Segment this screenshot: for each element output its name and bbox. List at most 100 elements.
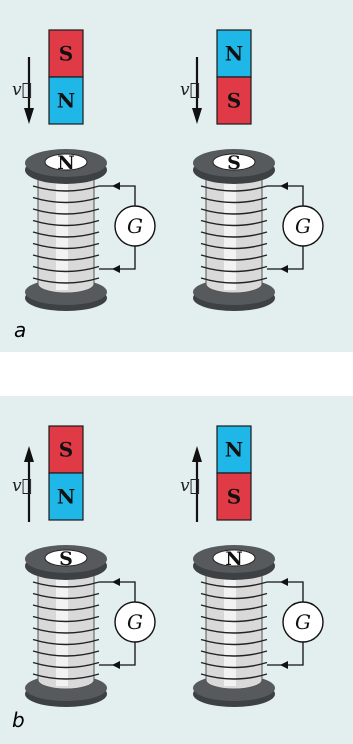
magnet-bottom-half xyxy=(48,76,84,125)
velocity-label: v⃗ xyxy=(12,476,32,496)
coil-winding xyxy=(32,208,100,215)
current-arrow-bottom xyxy=(112,661,120,669)
magnet-bottom-pole-label: N xyxy=(57,89,75,113)
magnet-bottom-half xyxy=(216,76,252,125)
magnet-top-half xyxy=(48,425,84,474)
coil-winding xyxy=(32,673,100,680)
current-arrow-top xyxy=(280,578,288,586)
coil-winding xyxy=(200,661,268,669)
panel-a-label: a xyxy=(14,318,27,342)
coil-winding xyxy=(32,265,100,273)
circuit-wire-bottom xyxy=(267,642,304,666)
coil-winding xyxy=(32,277,100,284)
coil-winding xyxy=(200,627,268,634)
galvanometer-icon xyxy=(114,601,156,643)
coil-core-highlight xyxy=(224,172,236,290)
circuit-wire-top xyxy=(267,185,304,206)
coil-winding xyxy=(200,254,268,261)
coil-winding xyxy=(32,196,100,204)
coil-winding xyxy=(200,604,268,611)
velocity-arrow-head-up xyxy=(24,446,34,462)
coil-winding xyxy=(200,615,268,623)
magnet-top-pole-label: S xyxy=(59,438,73,462)
galvanometer-label: G xyxy=(127,610,143,634)
galvanometer-icon xyxy=(282,205,324,247)
galvanometer-icon xyxy=(114,205,156,247)
coil-winding xyxy=(200,650,268,657)
current-arrow-bottom xyxy=(112,265,120,273)
velocity-arrow-head-down xyxy=(24,108,34,124)
coil-winding xyxy=(200,673,268,680)
coil-winding xyxy=(32,615,100,623)
coil-winding xyxy=(200,592,268,600)
coil-top-opening xyxy=(44,153,88,171)
coil-winding xyxy=(32,231,100,238)
coil-top-opening xyxy=(212,153,256,171)
current-arrow-bottom xyxy=(280,661,288,669)
galvanometer-label: G xyxy=(127,214,143,238)
coil-winding xyxy=(32,604,100,611)
galvanometer-label: G xyxy=(295,214,311,238)
velocity-arrow-head-down xyxy=(192,108,202,124)
coil-top-opening xyxy=(44,549,88,567)
coil-top-pole-label: S xyxy=(59,548,73,570)
coil-winding xyxy=(32,661,100,669)
magnet-top-pole-label: S xyxy=(59,42,73,66)
coil-winding xyxy=(200,265,268,273)
coil-winding xyxy=(200,219,268,227)
magnet-top-pole-label: N xyxy=(225,42,243,66)
coil-winding xyxy=(200,185,268,192)
coil-winding xyxy=(32,638,100,646)
coil-winding xyxy=(200,638,268,646)
coil-winding xyxy=(200,277,268,284)
velocity-label: v⃗ xyxy=(180,476,200,496)
coil-winding xyxy=(32,592,100,600)
circuit-wire-bottom xyxy=(99,642,136,666)
coil-winding xyxy=(32,219,100,227)
circuit-wire-bottom xyxy=(267,246,304,270)
coil-winding xyxy=(200,196,268,204)
coil-winding xyxy=(200,581,268,588)
magnet-bottom-half xyxy=(216,472,252,521)
current-arrow-top xyxy=(112,182,120,190)
galvanometer-label: G xyxy=(295,610,311,634)
panel-b-label: b xyxy=(12,708,25,732)
current-arrow-bottom xyxy=(280,265,288,273)
coil-core-highlight xyxy=(56,172,68,290)
coil-winding xyxy=(32,242,100,250)
coil-top-pole-label: S xyxy=(227,152,241,174)
galvanometer-icon xyxy=(282,601,324,643)
magnet-bottom-half xyxy=(48,472,84,521)
current-arrow-top xyxy=(112,578,120,586)
coil-core-highlight xyxy=(56,568,68,686)
magnet-bottom-pole-label: N xyxy=(57,485,75,509)
magnet-top-half xyxy=(216,29,252,78)
coil-winding xyxy=(32,627,100,634)
coil-top-opening xyxy=(212,549,256,567)
coil-winding xyxy=(200,208,268,215)
circuit-wire-top xyxy=(99,581,136,602)
circuit-wire-top xyxy=(99,185,136,206)
coil-winding xyxy=(200,242,268,250)
coil-top-pole-label: N xyxy=(57,152,74,174)
coil-winding xyxy=(32,254,100,261)
coil-core-highlight xyxy=(224,568,236,686)
velocity-label: v⃗ xyxy=(12,80,32,100)
coil-winding xyxy=(200,231,268,238)
magnet-top-pole-label: N xyxy=(225,438,243,462)
coil-winding xyxy=(32,185,100,192)
magnet-top-half xyxy=(216,425,252,474)
magnet-bottom-pole-label: S xyxy=(227,485,241,509)
coil-winding xyxy=(32,581,100,588)
coil-top-pole-label: N xyxy=(225,548,242,570)
current-arrow-top xyxy=(280,182,288,190)
circuit-wire-top xyxy=(267,581,304,602)
